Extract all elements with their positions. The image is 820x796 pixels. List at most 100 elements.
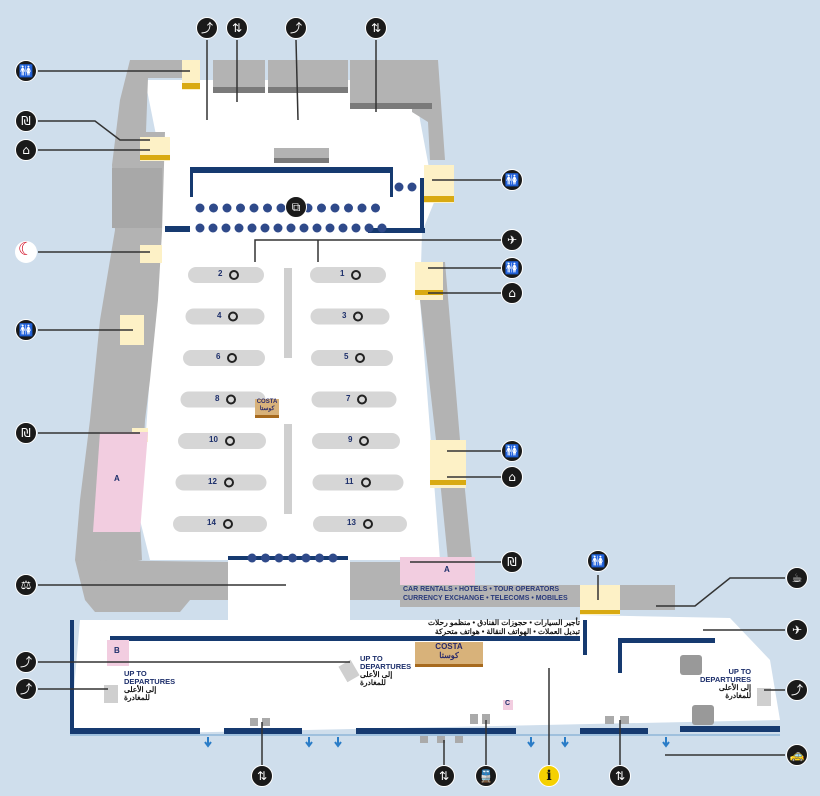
- lift-icon[interactable]: ⇅: [609, 765, 631, 787]
- red-crescent-icon[interactable]: ☾: [15, 241, 37, 263]
- departures-ar-2: للمغادرة: [360, 678, 386, 687]
- belt-number-label: 11: [345, 476, 354, 486]
- costa-kiosk-center: COSTA كوستا: [255, 399, 279, 418]
- escalator-icon[interactable]: ⤴: [15, 678, 37, 700]
- toilets-icon[interactable]: 🚻: [15, 319, 37, 341]
- wall: [70, 728, 200, 734]
- baggage-belt-11: [312, 474, 404, 491]
- belt-number-label: 8: [215, 393, 220, 403]
- departures-ar-1: إلى الأعلى: [360, 670, 393, 679]
- escalator-icon[interactable]: ⤴: [786, 679, 808, 701]
- passport-desk: [317, 203, 326, 213]
- departures-en-2: DEPARTURES: [124, 677, 176, 686]
- money-exchange-icon[interactable]: ₪: [15, 422, 37, 444]
- costa-center-ar: كوستا: [259, 406, 275, 412]
- toilets-icon[interactable]: 🚻: [501, 169, 523, 191]
- escalator-icon[interactable]: ⤴: [15, 651, 37, 673]
- taxi-icon[interactable]: 🚕: [786, 744, 808, 766]
- wall: [583, 620, 587, 655]
- shop-shadow: [274, 158, 329, 163]
- wall: [190, 167, 193, 197]
- passport-desk: [263, 203, 272, 213]
- belt-carousel-icon: [353, 311, 363, 322]
- services-english-line2: CURRENCY EXCHANGE • TELECOMS • MOBILES: [403, 595, 568, 602]
- lift-icon[interactable]: ⇅: [365, 17, 387, 39]
- baggage-belt-12: [175, 474, 267, 491]
- exit-door-arrow: [561, 737, 569, 748]
- toilets-icon[interactable]: 🚻: [501, 440, 523, 462]
- transfer-flight-icon[interactable]: ✈: [501, 229, 523, 251]
- callout-lines: [38, 39, 785, 765]
- transfer-flight-icon[interactable]: ✈: [786, 619, 808, 641]
- departures-ar-2: للمغادرة: [124, 693, 150, 702]
- baggage-belt-8: [180, 391, 266, 408]
- departures-label-middle: UP TO DEPARTURES إلى الأعلى للمغادرة: [360, 655, 411, 687]
- wall: [580, 728, 648, 734]
- central-walkway-lower: [284, 424, 292, 514]
- money-exchange-icon[interactable]: ₪: [15, 110, 37, 132]
- exit-door-arrow: [662, 737, 670, 748]
- escalator-icon[interactable]: ⤴: [196, 17, 218, 39]
- baggage-belt-1: [310, 267, 386, 283]
- customs-desk: [328, 553, 338, 563]
- exchange-kiosk-2: [692, 705, 714, 725]
- passport-desk: [234, 223, 244, 233]
- departures-en-1: UP TO: [360, 654, 383, 663]
- passport-desk: [208, 223, 218, 233]
- baggage-belts: [173, 267, 407, 532]
- arrivals-hall-floor: [70, 615, 780, 735]
- prayer-room-icon[interactable]: ⌂: [501, 282, 523, 304]
- wall: [70, 620, 74, 735]
- belt-number-label: 9: [348, 435, 353, 444]
- wall: [356, 728, 516, 734]
- exit-doors: [204, 737, 670, 748]
- shop-unit: [112, 168, 162, 228]
- prayer-room-icon[interactable]: ⌂: [15, 139, 37, 161]
- information-icon[interactable]: i: [538, 765, 560, 787]
- departures-ar-1: إلى الأعلى: [718, 683, 752, 692]
- lift-icon[interactable]: ⇅: [226, 17, 248, 39]
- passport-desk: [364, 223, 374, 233]
- prayer-room-icon[interactable]: ⌂: [501, 466, 523, 488]
- belt-carousel-icon: [361, 477, 371, 488]
- belt-carousel-icon: [363, 519, 373, 529]
- escalator-icon[interactable]: ⤴: [285, 17, 307, 39]
- baggage-reclaim-icon[interactable]: ⧉: [285, 196, 307, 218]
- exit-door-arrow: [527, 737, 535, 748]
- lift-boxes: [250, 714, 629, 743]
- restaurant-icon[interactable]: ☕: [786, 567, 808, 589]
- costa-bottom-ar: كوستا: [439, 651, 459, 660]
- departures-en-2: DEPARTURES: [360, 662, 412, 671]
- departures-ar-2: للمغادرة: [725, 691, 752, 700]
- upper-terminal: [75, 60, 675, 620]
- train-icon[interactable]: 🚆: [475, 765, 497, 787]
- lift-icon[interactable]: ⇅: [251, 765, 273, 787]
- belt-carousel-icon: [229, 270, 239, 280]
- passport-desk: [221, 223, 231, 233]
- passport-desk: [286, 223, 296, 233]
- customs-desk: [247, 553, 257, 563]
- customs-icon[interactable]: ⚖: [15, 574, 37, 596]
- baggage-belt-5: [311, 350, 393, 366]
- baggage-belt-6: [183, 350, 265, 366]
- top-shop-2: [268, 60, 348, 92]
- customs-desk: [315, 553, 324, 563]
- toilets-icon[interactable]: 🚻: [15, 60, 37, 82]
- belt-number-label: 5: [344, 352, 349, 361]
- shop-shadow: [268, 87, 348, 93]
- passport-desk: [357, 203, 367, 213]
- wall: [420, 178, 424, 233]
- shop-shadow: [213, 87, 265, 93]
- departures-en-2: DEPARTURES: [700, 675, 752, 684]
- toilets-icon[interactable]: 🚻: [587, 550, 609, 572]
- passport-desk: [394, 182, 404, 192]
- money-exchange-icon[interactable]: ₪: [501, 551, 523, 573]
- lift-icon[interactable]: ⇅: [433, 765, 455, 787]
- toilets-icon[interactable]: 🚻: [501, 257, 523, 279]
- costa-cafe-bottom: COSTA كوستا: [415, 642, 483, 667]
- passport-desk: [209, 203, 218, 213]
- exit-door-arrow: [204, 737, 212, 748]
- baggage-belt-14: [173, 516, 267, 532]
- belt-carousel-icon: [357, 394, 367, 405]
